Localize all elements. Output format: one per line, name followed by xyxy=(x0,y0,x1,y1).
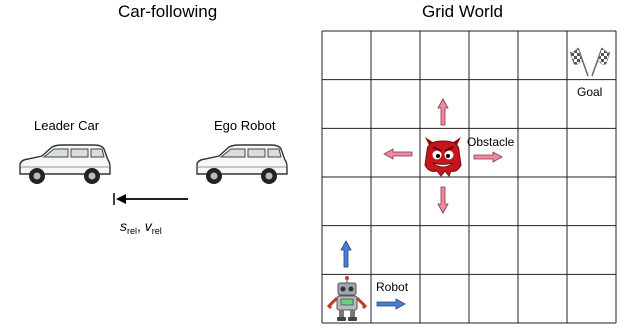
state-label: srel, vrel xyxy=(120,218,162,236)
ego-robot-label: Ego Robot xyxy=(214,118,276,133)
arrow-right-icon xyxy=(473,151,503,163)
monster-icon xyxy=(424,137,462,177)
car-icon xyxy=(19,144,111,184)
arrow-up-icon xyxy=(340,240,352,268)
grid-world-title: Grid World xyxy=(422,2,503,21)
grid-board xyxy=(321,30,617,324)
arrow-left-icon xyxy=(383,148,413,160)
v-subscript: rel xyxy=(151,226,162,236)
car-icon xyxy=(196,144,288,184)
robot-label: Robot xyxy=(376,280,409,294)
state-separator: , xyxy=(137,218,141,234)
arrow-right-icon xyxy=(376,298,406,310)
s-subscript: rel xyxy=(127,226,138,236)
arrow-left-icon xyxy=(113,193,188,205)
arrow-up-icon xyxy=(437,98,449,126)
car-following-title: Car-following xyxy=(118,2,218,21)
obstacle-label: Obstacle xyxy=(467,135,515,149)
arrow-down-icon xyxy=(437,186,449,214)
robot-icon xyxy=(326,276,368,321)
v-symbol: v xyxy=(144,218,152,234)
s-symbol: s xyxy=(120,218,127,234)
grid-lines xyxy=(321,30,617,324)
checkered-flag-icon xyxy=(569,47,611,77)
leader-car-label: Leader Car xyxy=(34,118,100,133)
goal-label: Goal xyxy=(577,85,603,99)
